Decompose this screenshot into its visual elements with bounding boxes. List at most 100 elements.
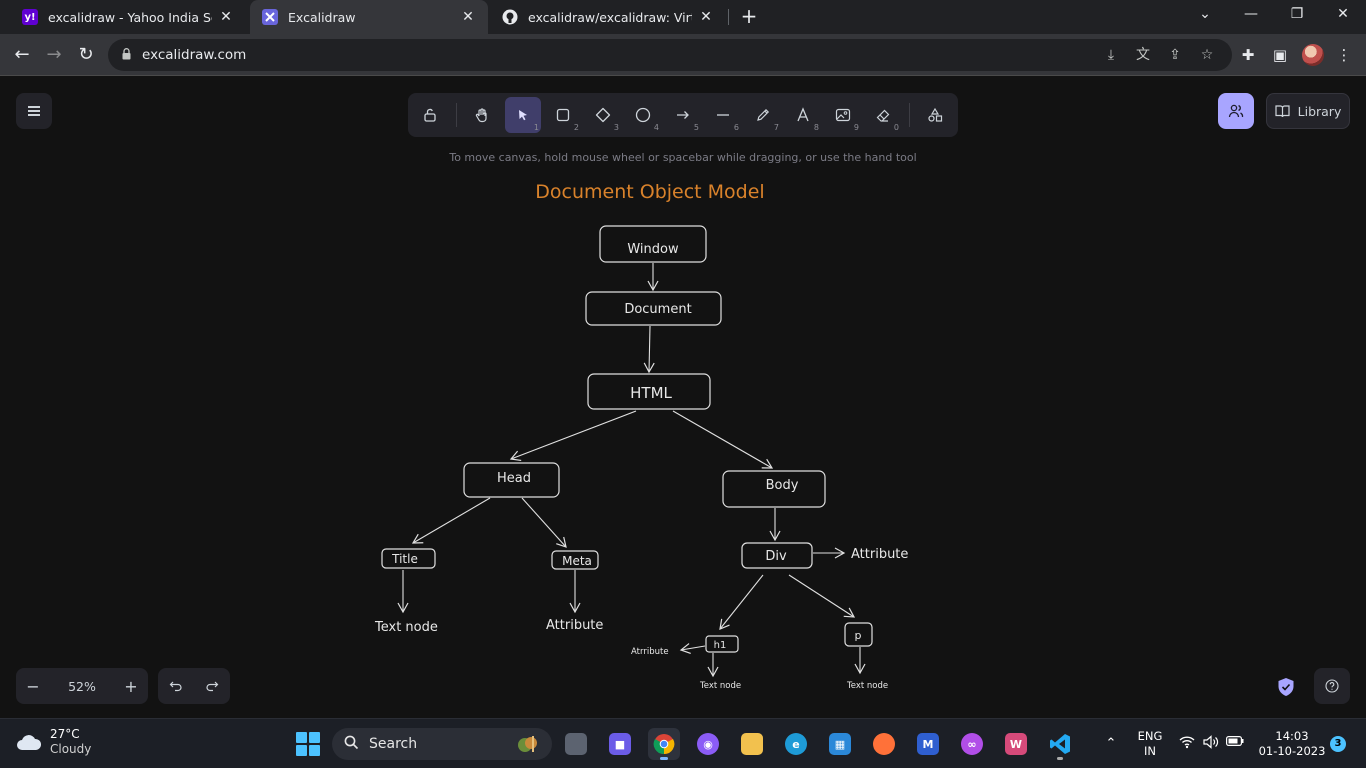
tool-divider <box>456 103 457 127</box>
node-window-box <box>599 225 707 263</box>
windows-taskbar: 27°C Cloudy Search ■ ◉ e ▦ M ∞ W <box>0 718 1366 768</box>
ellipse-tool-button[interactable]: 4 <box>625 97 661 133</box>
yahoo-icon: y! <box>22 9 38 25</box>
node-meta-label: Meta <box>562 554 592 568</box>
translate-icon[interactable]: 文 <box>1136 47 1150 63</box>
node-div-label: Div <box>765 549 787 564</box>
close-window-icon[interactable]: ✕ <box>1337 6 1349 22</box>
close-tab-icon[interactable]: ✕ <box>700 9 712 25</box>
wifi-icon[interactable] <box>1178 735 1196 753</box>
unlock-icon <box>424 108 436 122</box>
close-tab-icon[interactable]: ✕ <box>220 9 232 25</box>
taskbar-messenger-app[interactable]: ∞ <box>956 728 988 760</box>
language-indicator[interactable]: ENG IN <box>1134 729 1166 759</box>
library-button[interactable]: Library <box>1266 93 1350 129</box>
zoom-in-button[interactable]: + <box>124 676 138 696</box>
text-tool-button[interactable]: 8 <box>785 97 821 133</box>
arrow-document-html <box>643 325 655 374</box>
excalidraw-canvas[interactable]: Document Object Model Window Document HT… <box>0 77 1366 718</box>
line-tool-button[interactable]: 6 <box>705 97 741 133</box>
taskbar-mail-app[interactable]: M <box>912 728 944 760</box>
draw-tool-button[interactable]: 7 <box>745 97 781 133</box>
bookmark-star-icon[interactable]: ☆ <box>1200 47 1214 63</box>
help-icon <box>1325 679 1339 693</box>
pencil-icon <box>757 108 770 121</box>
eraser-icon <box>876 109 890 122</box>
profile-avatar[interactable] <box>1302 44 1324 66</box>
hand-tool-button[interactable] <box>464 97 500 133</box>
new-tab-button[interactable]: + <box>740 4 758 28</box>
taskbar-explorer-app[interactable] <box>736 728 768 760</box>
lock-icon[interactable] <box>122 48 131 60</box>
taskbar-chrome-app[interactable] <box>648 728 680 760</box>
redo-button[interactable] <box>194 668 230 704</box>
diamond-tool-button[interactable]: 3 <box>585 97 621 133</box>
close-tab-icon[interactable]: ✕ <box>462 9 474 25</box>
undo-button[interactable] <box>158 668 194 704</box>
rectangle-tool-button[interactable]: 2 <box>545 97 581 133</box>
zoom-reset-button[interactable]: 52% <box>68 678 96 694</box>
show-hidden-icons-chevron-icon[interactable]: ⌃ <box>1105 736 1117 751</box>
redo-icon <box>206 681 219 692</box>
restore-icon[interactable]: ❐ <box>1290 6 1304 22</box>
tab-github[interactable]: excalidraw/excalidraw: Virtual wh ✕ <box>490 0 726 34</box>
reload-icon[interactable]: ↻ <box>78 44 94 65</box>
main-menu-button[interactable] <box>16 93 52 129</box>
tab-search-chevron-icon[interactable]: ⌄ <box>1199 6 1211 22</box>
taskbar-office-app[interactable]: W <box>1000 728 1032 760</box>
battery-icon[interactable] <box>1226 735 1244 753</box>
folder-icon <box>741 733 763 755</box>
task-view-icon <box>565 733 587 755</box>
shortcut-key: 1 <box>533 123 539 132</box>
side-panel-icon[interactable]: ▣ <box>1272 46 1288 64</box>
excalidraw-icon <box>262 9 278 25</box>
node-p-label: p <box>855 629 862 642</box>
taskbar-vscode-app[interactable] <box>1044 728 1076 760</box>
video-chat-icon: ■ <box>609 733 631 755</box>
tab-yahoo-search[interactable]: y! excalidraw - Yahoo India Search ✕ <box>10 0 246 34</box>
shortcut-key: 9 <box>853 123 859 132</box>
h1-text-node-label: Text node <box>699 681 741 691</box>
volume-icon[interactable] <box>1202 735 1220 753</box>
taskbar-edge-app[interactable]: e <box>780 728 812 760</box>
tab-title: Excalidraw <box>288 9 356 25</box>
minimize-icon[interactable]: — <box>1244 6 1258 22</box>
taskbar-file-app[interactable] <box>560 728 592 760</box>
help-button[interactable] <box>1314 668 1350 704</box>
more-menu-icon[interactable]: ⋮ <box>1336 46 1352 64</box>
weather-widget[interactable]: 27°C Cloudy <box>16 727 91 757</box>
start-windows-icon[interactable] <box>296 732 320 756</box>
taskbar-firefox-app[interactable] <box>868 728 900 760</box>
tab-excalidraw[interactable]: Excalidraw ✕ <box>250 0 488 34</box>
taskbar-search-box[interactable]: Search <box>332 728 552 760</box>
extensions-icon[interactable]: ✚ <box>1241 46 1255 64</box>
users-icon <box>1228 104 1244 118</box>
taskbar-github-app[interactable]: ◉ <box>692 728 724 760</box>
encryption-shield-button[interactable] <box>1272 673 1300 701</box>
notification-count-badge[interactable]: 3 <box>1330 736 1346 752</box>
undo-icon <box>169 681 182 692</box>
clock-time: 14:03 <box>1275 729 1309 743</box>
tab-separator <box>728 9 729 25</box>
back-icon[interactable]: ← <box>14 44 30 65</box>
zoom-out-button[interactable]: − <box>26 676 40 696</box>
clock[interactable]: 14:03 01-10-2023 <box>1256 729 1328 759</box>
live-collaboration-button[interactable] <box>1218 93 1254 129</box>
github-icon <box>502 9 518 25</box>
image-tool-button[interactable]: 9 <box>825 97 861 133</box>
selection-tool-button[interactable]: 1 <box>505 97 541 133</box>
forward-icon[interactable]: → <box>46 44 62 65</box>
install-app-icon[interactable]: ⤓ <box>1107 47 1115 63</box>
lock-tool-button[interactable] <box>412 97 448 133</box>
search-highlight-icon <box>518 736 537 752</box>
more-shapes-button[interactable] <box>917 97 953 133</box>
eraser-tool-button[interactable]: 0 <box>865 97 901 133</box>
address-bar[interactable]: excalidraw.com ⤓ 文 ⇪ ☆ <box>108 39 1232 71</box>
share-icon[interactable]: ⇪ <box>1169 47 1181 63</box>
meta-attribute-label: Attribute <box>546 618 603 633</box>
shield-check-icon <box>1278 678 1294 696</box>
h1-attribute-label: Atrribute <box>631 647 669 657</box>
arrow-tool-button[interactable]: 5 <box>665 97 701 133</box>
taskbar-store-app[interactable]: ▦ <box>824 728 856 760</box>
taskbar-meet-app[interactable]: ■ <box>604 728 636 760</box>
